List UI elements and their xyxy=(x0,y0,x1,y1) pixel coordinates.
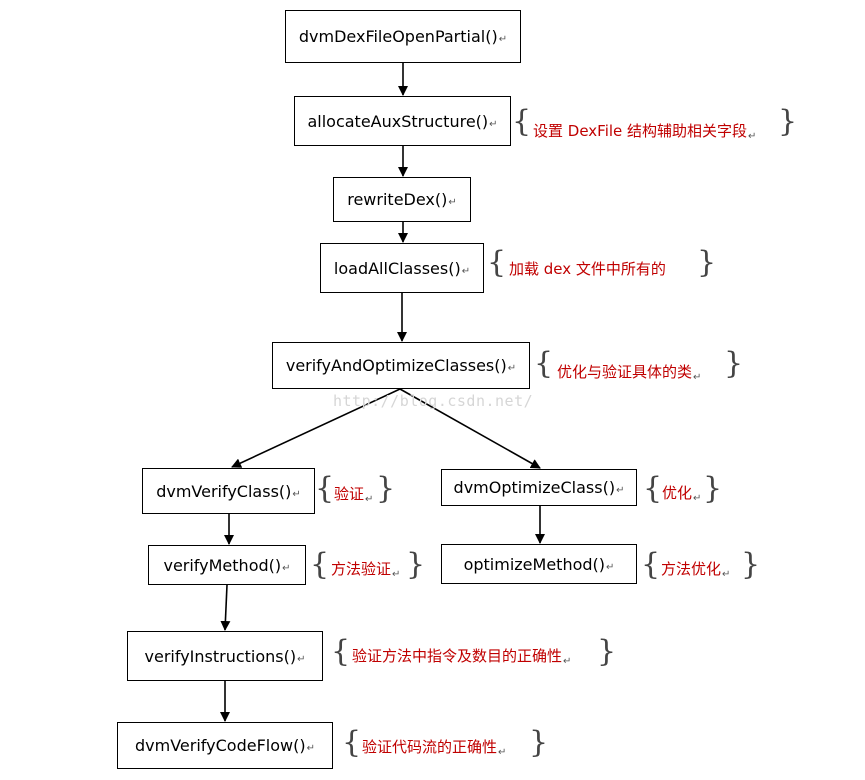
node-verify-optimize: verifyAndOptimizeClasses()↵ xyxy=(272,342,530,389)
node-label: optimizeMethod() xyxy=(463,554,606,574)
brace-close-icon: } xyxy=(741,547,761,582)
node-verify-method: verifyMethod()↵ xyxy=(148,545,306,585)
node-optimize-method: optimizeMethod()↵ xyxy=(441,544,637,584)
brace-close-icon: } xyxy=(406,547,426,582)
node-allocate-aux: allocateAuxStructure()↵ xyxy=(294,96,511,146)
paragraph-mark-icon: ↵ xyxy=(282,562,291,574)
node-verify-class: dvmVerifyClass()↵ xyxy=(142,468,315,514)
node-open-partial: dvmDexFileOpenPartial()↵ xyxy=(285,10,521,63)
note-verify-method: 方法验证↵ xyxy=(331,558,401,580)
node-label: dvmOptimizeClass() xyxy=(453,478,616,497)
paragraph-mark-icon: ↵ xyxy=(693,493,702,504)
node-load-all-classes: loadAllClasses()↵ xyxy=(320,243,484,293)
paragraph-mark-icon: ↵ xyxy=(748,131,757,142)
paragraph-mark-icon: ↵ xyxy=(498,34,508,45)
arrow-verifyopt-to-verifyclass xyxy=(231,388,401,468)
note-text: 优化与验证具体的类 xyxy=(557,363,693,381)
node-verify-code-flow: dvmVerifyCodeFlow()↵ xyxy=(117,722,333,769)
note-optimize-class: 优化↵ xyxy=(662,482,702,504)
paragraph-mark-icon: ↵ xyxy=(498,747,507,758)
arrow-verifyopt-to-optimizeclass xyxy=(399,388,541,469)
paragraph-mark-icon: ↵ xyxy=(563,656,572,667)
node-label: verifyMethod() xyxy=(163,555,282,575)
note-load-all-classes: 加载 dex 文件中所有的 xyxy=(509,260,666,278)
note-verify-class: 验证↵ xyxy=(334,483,374,505)
node-label: dvmVerifyClass() xyxy=(156,481,292,501)
node-optimize-class: dvmOptimizeClass()↵ xyxy=(441,469,637,506)
node-label: verifyAndOptimizeClasses() xyxy=(285,356,507,375)
brace-close-icon: } xyxy=(703,471,723,506)
brace-close-icon: } xyxy=(597,634,617,669)
note-text: 设置 DexFile 结构辅助相关字段 xyxy=(533,122,748,140)
brace-open-icon: { xyxy=(643,471,663,506)
node-label: loadAllClasses() xyxy=(333,258,461,278)
paragraph-mark-icon: ↵ xyxy=(693,372,702,383)
arrow-verifymethod-to-instructions xyxy=(220,584,231,631)
note-text: 优化 xyxy=(662,484,693,502)
paragraph-mark-icon: ↵ xyxy=(722,569,731,580)
note-optimize-method: 方法优化↵ xyxy=(661,558,731,580)
paragraph-mark-icon: ↵ xyxy=(507,363,517,374)
note-text: 方法优化 xyxy=(661,560,722,578)
brace-open-icon: { xyxy=(310,547,330,582)
watermark: http://blog.csdn.net/ xyxy=(333,392,534,410)
note-allocate-aux: 设置 DexFile 结构辅助相关字段↵ xyxy=(533,120,757,142)
node-verify-instructions: verifyInstructions()↵ xyxy=(127,631,323,681)
brace-open-icon: { xyxy=(342,725,362,760)
node-label: rewriteDex() xyxy=(347,190,448,209)
note-text: 验证代码流的正确性 xyxy=(362,738,498,756)
paragraph-mark-icon: ↵ xyxy=(489,118,498,130)
brace-close-icon: } xyxy=(697,245,717,280)
node-rewrite-dex: rewriteDex()↵ xyxy=(333,177,471,222)
paragraph-mark-icon: ↵ xyxy=(461,265,471,277)
note-text: 验证 xyxy=(334,485,365,503)
paragraph-mark-icon: ↵ xyxy=(297,653,306,665)
brace-open-icon: { xyxy=(331,634,351,669)
note-text: 验证方法中指令及数目的正确性 xyxy=(352,647,563,665)
paragraph-mark-icon: ↵ xyxy=(306,743,315,754)
paragraph-mark-icon: ↵ xyxy=(616,485,625,496)
brace-open-icon: { xyxy=(512,104,532,139)
node-label: verifyInstructions() xyxy=(144,646,297,666)
brace-close-icon: } xyxy=(529,725,549,760)
note-verify-instructions: 验证方法中指令及数目的正确性↵ xyxy=(352,645,572,667)
brace-open-icon: { xyxy=(641,547,661,582)
brace-close-icon: } xyxy=(724,346,744,381)
brace-open-icon: { xyxy=(534,346,554,381)
node-label: allocateAuxStructure() xyxy=(307,111,489,131)
brace-open-icon: { xyxy=(315,471,335,506)
brace-close-icon: } xyxy=(778,104,798,139)
note-verify-optimize: 优化与验证具体的类↵ xyxy=(557,361,702,383)
paragraph-mark-icon: ↵ xyxy=(365,494,374,505)
paragraph-mark-icon: ↵ xyxy=(392,569,401,580)
paragraph-mark-icon: ↵ xyxy=(448,197,457,208)
paragraph-mark-icon: ↵ xyxy=(292,488,301,500)
note-text: 方法验证 xyxy=(331,560,392,578)
brace-open-icon: { xyxy=(487,245,507,280)
note-verify-code-flow: 验证代码流的正确性↵ xyxy=(362,736,507,758)
paragraph-mark-icon: ↵ xyxy=(606,561,615,573)
brace-close-icon: } xyxy=(376,471,396,506)
node-label: dvmDexFileOpenPartial() xyxy=(298,27,498,46)
node-label: dvmVerifyCodeFlow() xyxy=(135,736,306,755)
